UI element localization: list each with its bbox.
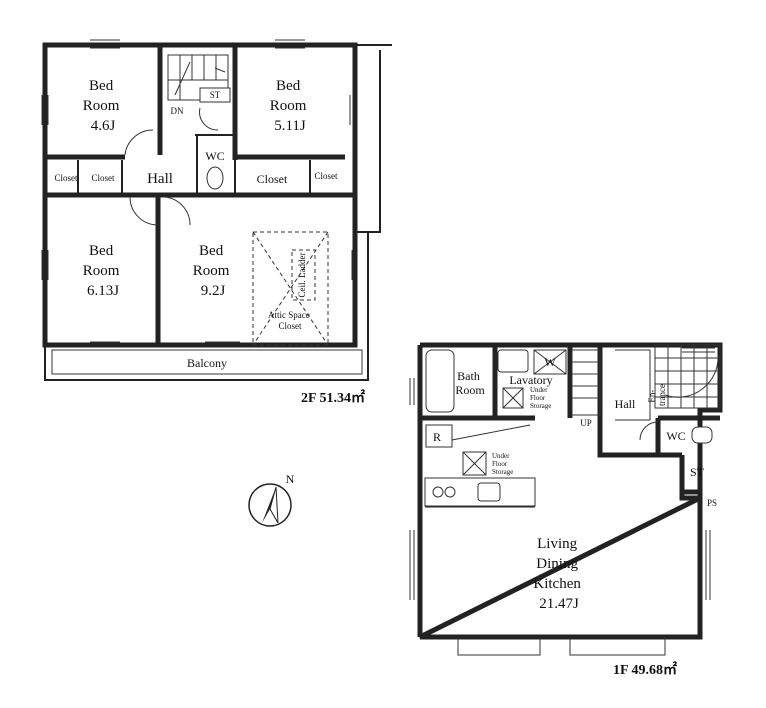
ps-label: PS <box>707 498 717 508</box>
door-st <box>199 107 219 131</box>
1f-windows-south <box>457 637 666 656</box>
toilet-1f-icon <box>691 426 713 444</box>
fridge-space <box>425 424 453 448</box>
fridge-label: R <box>433 430 441 444</box>
hall-1f-label: Hall <box>615 397 636 411</box>
compass-north-label: N <box>286 472 295 486</box>
lavatory-label: Lavatory <box>509 373 552 387</box>
compass-needle-icon <box>262 487 276 523</box>
entrance-label: En- trance <box>647 384 667 406</box>
up-label: UP <box>580 418 592 428</box>
toilet-2f-icon <box>206 166 224 190</box>
2f-outer-wall <box>42 42 358 348</box>
2f-annex-outline <box>355 44 392 378</box>
1f-windows-side <box>409 530 711 600</box>
bath-label: Bath Room <box>455 369 485 397</box>
compass: N <box>248 472 295 527</box>
1f-windows-misc <box>409 347 715 405</box>
floor-1f: Living Dining Kitchen 21.47J Bath Room L… <box>409 342 723 678</box>
bed-b-label: Bed Room 5.11J <box>270 78 310 134</box>
wc-1f-label: WC <box>666 429 685 443</box>
balcony-outline <box>44 345 369 381</box>
balcony-rail <box>51 349 363 375</box>
underfloor-kitchen-label: Under Floor Storage <box>492 452 513 476</box>
wc-2f-label: WC <box>205 149 224 163</box>
washer-label: W <box>544 355 556 369</box>
2f-windows <box>41 39 353 343</box>
closet-label-3: Closet <box>314 171 338 181</box>
bathtub-icon <box>425 349 455 413</box>
closet-label-2: Closet <box>91 173 115 183</box>
pantry-line <box>451 424 531 441</box>
1f-area-label: 1F 49.68㎡ <box>613 661 677 678</box>
wc-1f-door <box>639 421 659 441</box>
floor-2f: Bed Room 4.6J Bed Room 5.11J Bed Room 6.… <box>41 39 392 406</box>
attic-label: Attic Space Closet <box>268 310 312 331</box>
closet-label-large: Closet <box>257 172 288 186</box>
sink-icon <box>497 349 529 373</box>
underfloor-bath-icon <box>502 387 524 409</box>
st-1f-label: ST <box>690 465 705 479</box>
door-bed-a <box>124 129 154 156</box>
entrance-door <box>664 354 719 398</box>
2f-area-label: 2F 51.34㎡ <box>301 389 365 406</box>
closet-label-1: Closet <box>54 173 78 183</box>
st-box-2f <box>199 87 231 103</box>
stairs-1f <box>571 349 601 416</box>
stove-burner-1 <box>432 486 444 498</box>
bed-d-label: Bed Room 9.2J <box>193 243 233 299</box>
door-bed-c <box>129 196 159 226</box>
closet-partitions <box>77 160 311 195</box>
ladder-label: Ceil. Ladder <box>297 253 307 298</box>
washer-icon <box>533 349 567 375</box>
hall-2f-label: Hall <box>147 171 173 187</box>
st-2f-label: ST <box>210 90 221 100</box>
kitchen-sink-icon <box>477 482 501 502</box>
dn-label: DN <box>171 106 184 116</box>
balcony-label: Balcony <box>187 356 227 370</box>
ldk-label: Living Dining Kitchen 21.47J <box>533 536 584 612</box>
bed-a-label: Bed Room 4.6J <box>83 78 123 134</box>
underfloor-bath-label: Under Floor Storage <box>530 386 551 410</box>
door-bed-d <box>164 196 191 226</box>
bed-c-label: Bed Room 6.13J <box>83 243 123 299</box>
ceiling-ladder-box <box>291 249 316 301</box>
stove-burner-2 <box>444 486 456 498</box>
entrance-tiles <box>654 344 721 409</box>
entrance-shoebox <box>615 349 651 421</box>
wc-1f-walls <box>655 415 720 455</box>
underfloor-kitchen-icon <box>462 451 487 476</box>
